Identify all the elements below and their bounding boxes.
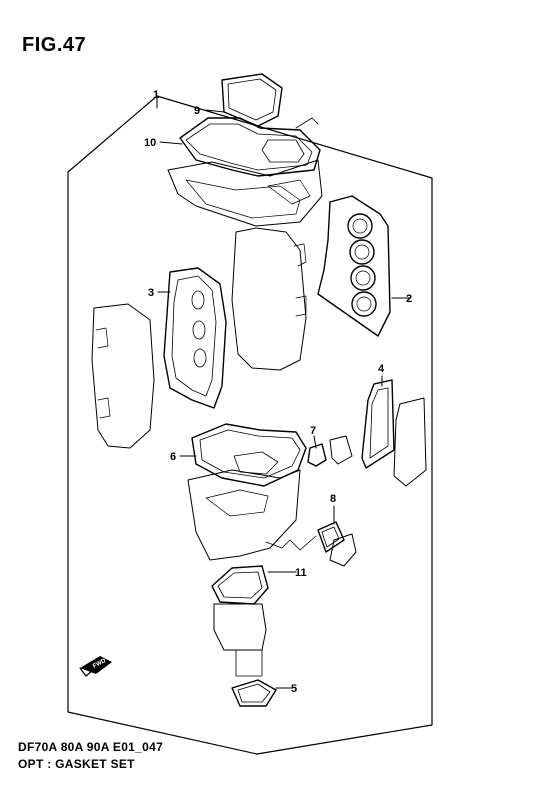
callout-6: 6: [170, 451, 176, 463]
callout-8: 8: [330, 493, 336, 505]
callout-5: 5: [291, 683, 297, 695]
left-block-outline: [91, 303, 155, 449]
part-7-gasket[interactable]: [307, 435, 353, 467]
part-5-gasket[interactable]: [231, 679, 277, 707]
part-4-gasket[interactable]: [361, 379, 395, 469]
callout-1: 1: [153, 89, 159, 101]
part-11-gasket[interactable]: [211, 565, 269, 605]
callout-4: 4: [378, 363, 385, 375]
right-cover-outline: [393, 397, 427, 487]
part-10-gasket[interactable]: [179, 117, 321, 177]
figure-title: FIG.47: [22, 34, 87, 56]
callout-7: 7: [310, 425, 316, 437]
forward-arrow-icon: FWD: [79, 656, 112, 677]
part-8-gasket[interactable]: [317, 521, 357, 567]
callout-3: 3: [148, 287, 154, 299]
lower-case-outline: [187, 469, 317, 561]
figure-caption: OPT : GASKET SET: [18, 757, 135, 771]
callout-11: 11: [295, 567, 307, 579]
figure-code: DF70A 80A 90A E01_047: [18, 740, 164, 754]
part-2-head-gasket[interactable]: [317, 195, 391, 337]
driveshaft-housing-outline: [213, 603, 267, 677]
part-6-gasket[interactable]: [191, 423, 307, 487]
callout-9: 9: [194, 105, 200, 117]
callout-2: 2: [406, 293, 412, 305]
kit-boundary: [67, 95, 433, 755]
engine-top-outline: [167, 159, 323, 227]
engine-block-outline: [231, 227, 307, 371]
part-3-gasket[interactable]: [163, 267, 227, 409]
callout-10: 10: [144, 137, 156, 149]
